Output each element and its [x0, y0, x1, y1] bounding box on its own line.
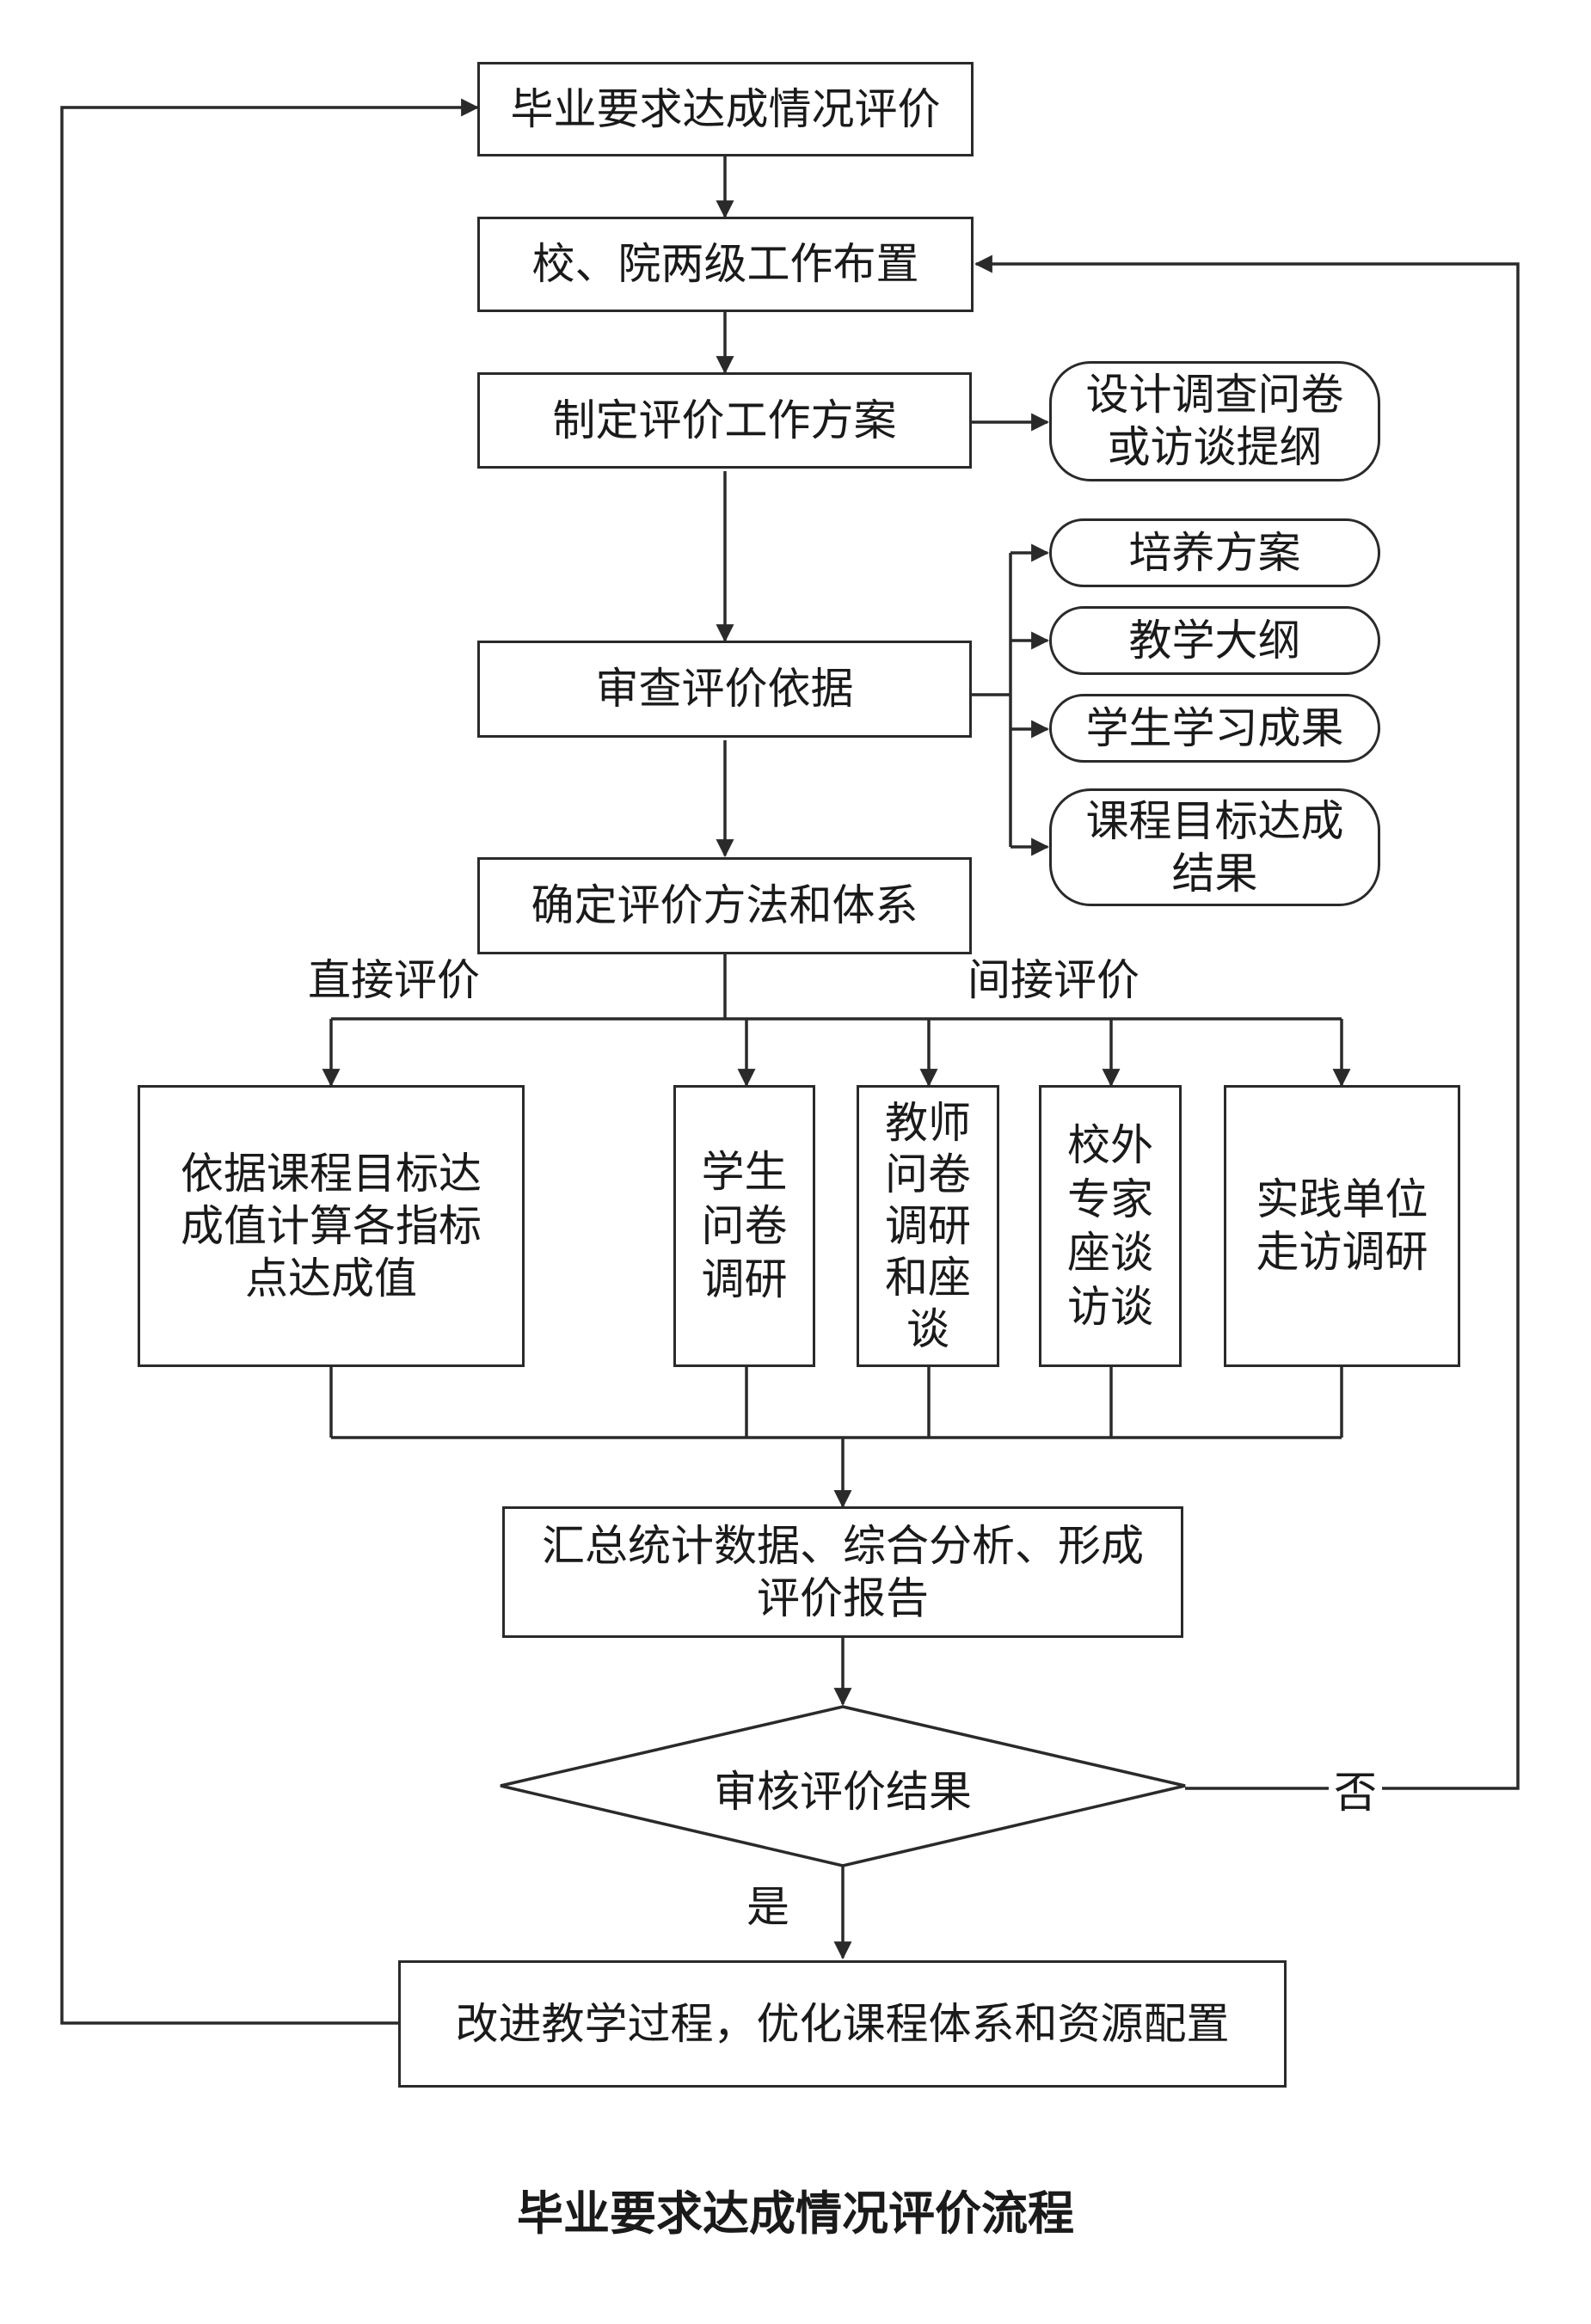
diagram-caption: 毕业要求达成情况评价流程: [517, 2186, 1074, 2241]
node-teacher-survey: 教师 问卷 调研 和座 谈: [857, 1085, 999, 1367]
node-summarize-report: 汇总统计数据、综合分析、形成 评价报告: [502, 1506, 1183, 1638]
node-review-result: 审核评价结果: [714, 1767, 972, 1817]
node-practice-visit: 实践单位 走访调研: [1224, 1085, 1460, 1367]
label-indirect-evaluation: 间接评价: [968, 955, 1140, 1005]
node-expert-interview: 校外 专家 座谈 访谈: [1039, 1085, 1182, 1367]
label-yes: 是: [746, 1882, 789, 1932]
basis-item-training-plan: 培养方案: [1049, 518, 1380, 587]
basis-item-syllabus: 教学大纲: [1049, 606, 1380, 675]
basis-item-course-objective-result: 课程目标达成 结果: [1049, 788, 1380, 906]
node-determine-method: 确定评价方法和体系: [477, 857, 972, 954]
basis-item-learning-outcomes: 学生学习成果: [1049, 694, 1380, 763]
node-student-survey: 学生 问卷 调研: [673, 1085, 815, 1367]
label-no: 否: [1329, 1758, 1382, 1820]
node-improve: 改进教学过程，优化课程体系和资源配置: [398, 1960, 1287, 2088]
node-make-plan: 制定评价工作方案: [477, 372, 972, 469]
node-school-setup: 校、院两级工作布置: [477, 217, 974, 312]
node-design-survey: 设计调查问卷 或访谈提纲: [1049, 361, 1380, 481]
label-direct-evaluation: 直接评价: [308, 955, 480, 1005]
node-eval-graduation: 毕业要求达成情况评价: [477, 62, 974, 156]
node-review-basis: 审查评价依据: [477, 641, 972, 738]
node-direct-calc: 依据课程目标达 成值计算各指标 点达成值: [138, 1085, 525, 1367]
